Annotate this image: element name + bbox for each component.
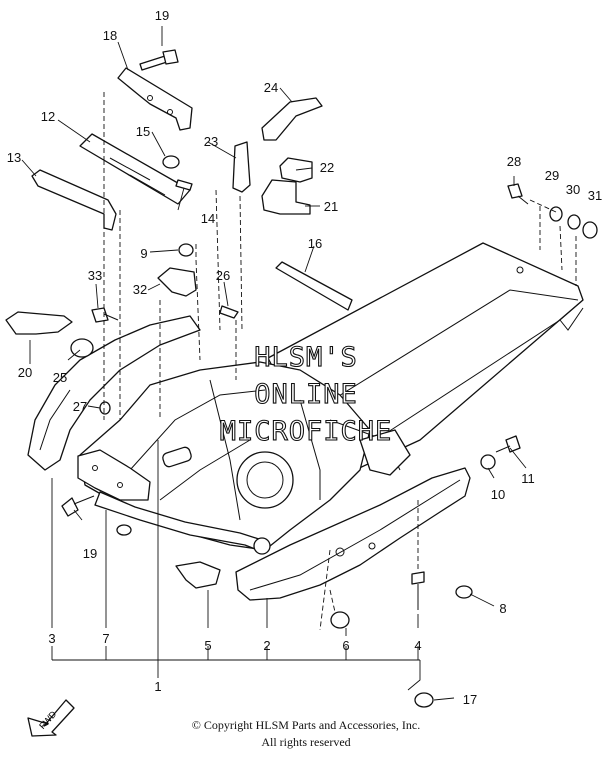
callout-19-top: 19: [155, 8, 169, 23]
callout-21: 21: [324, 199, 338, 214]
clip-26-part: [219, 305, 239, 319]
callout-25: 25: [53, 370, 67, 385]
grommet-8-part: [455, 585, 473, 599]
callout-14: 14: [201, 211, 215, 226]
callout-31: 31: [588, 188, 602, 203]
callout-7: 7: [102, 631, 109, 646]
bolt-11-part: [495, 435, 521, 453]
callout-18: 18: [103, 28, 117, 43]
pad-part: [175, 179, 193, 191]
callout-13: 13: [7, 150, 21, 165]
fastener-set-part: [507, 183, 598, 239]
bracket-part: [117, 67, 193, 131]
bracket-plate-part: [79, 133, 191, 205]
callout-29: 29: [545, 168, 559, 183]
cover-plate-part: [5, 311, 73, 335]
callout-32: 32: [133, 282, 147, 297]
bolt-part: [139, 49, 179, 71]
block-part: [261, 179, 311, 215]
callout-1: 1: [154, 679, 161, 694]
callout-4: 4: [414, 638, 421, 653]
callout-22: 22: [320, 160, 334, 175]
rivet-part: [411, 571, 425, 610]
callout-6: 6: [342, 638, 349, 653]
callout-3: 3: [48, 631, 55, 646]
callout-16: 16: [308, 236, 322, 251]
callout-2: 2: [263, 638, 270, 653]
watermark-line-3: MICROFICHE: [220, 416, 393, 447]
callout-30: 30: [566, 182, 580, 197]
callout-20: 20: [18, 365, 32, 380]
leader-lines: [21, 26, 527, 701]
frame-part: [27, 242, 584, 555]
callouts: 19 18 12 13 15 14 23 24 22 21 16 9 32 26…: [7, 8, 602, 707]
side-panel-part: [235, 467, 471, 601]
callout-15: 15: [136, 124, 150, 139]
mount-part: [175, 561, 221, 589]
washer-10-part: [480, 454, 496, 470]
copyright-line: © Copyright HLSM Parts and Accessories, …: [191, 718, 421, 732]
callout-24: 24: [264, 80, 278, 95]
mount-bracket-part: [157, 267, 197, 297]
clip-part: [178, 243, 194, 257]
callout-26: 26: [216, 268, 230, 283]
grip-part: [261, 97, 323, 141]
bolt-lower-part: [61, 495, 95, 517]
callout-5: 5: [204, 638, 211, 653]
grommet-part: [162, 155, 180, 169]
callout-17: 17: [463, 692, 477, 707]
bushing-part: [330, 611, 350, 629]
plug-part: [99, 401, 111, 415]
callout-27: 27: [73, 399, 87, 414]
watermark-line-1: HLSM'S: [254, 342, 358, 373]
rights-line: All rights reserved: [261, 735, 351, 749]
callout-9: 9: [140, 246, 147, 261]
callout-bracket: [51, 440, 421, 691]
callout-12: 12: [41, 109, 55, 124]
callout-33: 33: [88, 268, 102, 283]
handle-part: [31, 169, 117, 231]
callout-8: 8: [499, 601, 506, 616]
callout-19-lower: 19: [83, 546, 97, 561]
callout-10: 10: [491, 487, 505, 502]
cap-17-part: [414, 692, 434, 708]
callout-23: 23: [204, 134, 218, 149]
bar-part: [275, 261, 353, 311]
strap-part: [232, 141, 251, 193]
cap-part: [116, 524, 132, 536]
reference-lines: [103, 92, 577, 631]
callout-11: 11: [521, 471, 535, 486]
watermark-line-2: ONLINE: [254, 379, 358, 410]
callout-28: 28: [507, 154, 521, 169]
watermark: HLSM'S ONLINE MICROFICHE: [219, 341, 393, 447]
bolt-33-part: [91, 307, 119, 323]
